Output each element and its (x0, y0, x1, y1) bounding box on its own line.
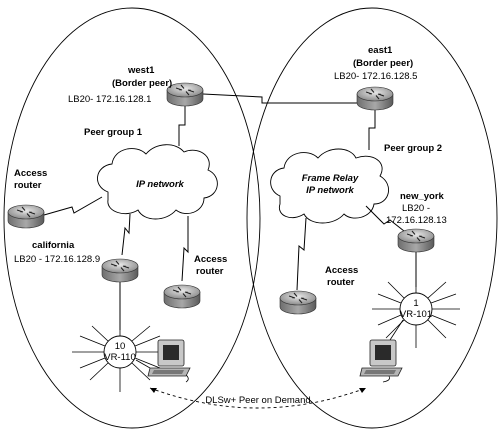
access-right-label-1: Access (325, 265, 358, 276)
vr-101-ring-number: 1 (413, 298, 418, 309)
access-mid-left-label-1: Access (194, 254, 227, 265)
access-mid-left-label-2: router (196, 266, 224, 277)
access-right-cloud-link (296, 217, 307, 291)
peer-group-2-boundary (246, 7, 498, 429)
vr-110-ring: 10 VR-110 (72, 316, 168, 392)
vr-101-ring: 1 VR-101 (372, 272, 460, 348)
new-york-cloud-link (365, 205, 405, 232)
west1-address: LB20- 172.16.128.1 (68, 94, 151, 105)
west1-role: (Border peer) (112, 78, 172, 89)
dlsw-peer-on-demand-link (149, 387, 367, 409)
vr-101-ring-label: VR-101 (400, 309, 432, 320)
access-mid-left-router-icon[interactable] (163, 284, 201, 309)
west1-cloud-link (178, 106, 186, 146)
dlsw-arrow-right-icon (359, 388, 366, 393)
west1-name: west1 (127, 65, 155, 76)
access-mid-left-cloud-link (181, 216, 189, 282)
california-name: california (32, 240, 75, 251)
peer-group-2-label: Peer group 2 (384, 143, 442, 154)
california-cloud-link (121, 213, 131, 256)
california-address: LB20 - 172.16.128.9 (14, 254, 100, 265)
ip-network-cloud (97, 144, 218, 220)
access-right-label-2: router (327, 277, 355, 288)
east1-role: (Border peer) (353, 58, 413, 69)
new-york-address-2: 172.16.128.13 (386, 215, 447, 226)
access-left-router-icon[interactable] (7, 204, 45, 229)
access-left-cloud-link (43, 196, 103, 216)
access-left-label-2: router (14, 180, 42, 191)
frame-relay-cloud (270, 148, 389, 224)
vr-110-ring-label: VR-110 (104, 352, 136, 363)
dlsw-arrow-left-icon (150, 388, 157, 393)
new-york-router-icon[interactable] (397, 228, 435, 253)
new-york-name: new_york (400, 191, 445, 202)
vr-110-ring-number: 10 (115, 341, 126, 352)
west1-router-icon[interactable] (166, 82, 204, 107)
west1-east1-link (202, 93, 358, 104)
peer-group-1-boundary (3, 7, 261, 429)
workstation-left (135, 339, 191, 383)
peer-group-1-label: Peer group 1 (84, 127, 143, 138)
east1-name: east1 (368, 45, 393, 56)
new-york-address-1: LB20 - (402, 203, 430, 214)
east1-cloud-link (368, 110, 376, 150)
east1-router-icon[interactable] (356, 86, 394, 111)
access-right-router-icon[interactable] (279, 290, 317, 315)
frame-relay-label-2: IP network (306, 185, 354, 196)
ip-network-label: IP network (136, 179, 184, 190)
access-left-label-1: Access (14, 168, 47, 179)
east1-address: LB20- 172.16.128.5 (334, 71, 417, 82)
workstation-right (359, 319, 404, 383)
california-router-icon[interactable] (101, 258, 139, 283)
dlsw-label: DLSw+ Peer on Demand (205, 395, 310, 406)
frame-relay-label-1: Frame Relay (302, 173, 359, 184)
